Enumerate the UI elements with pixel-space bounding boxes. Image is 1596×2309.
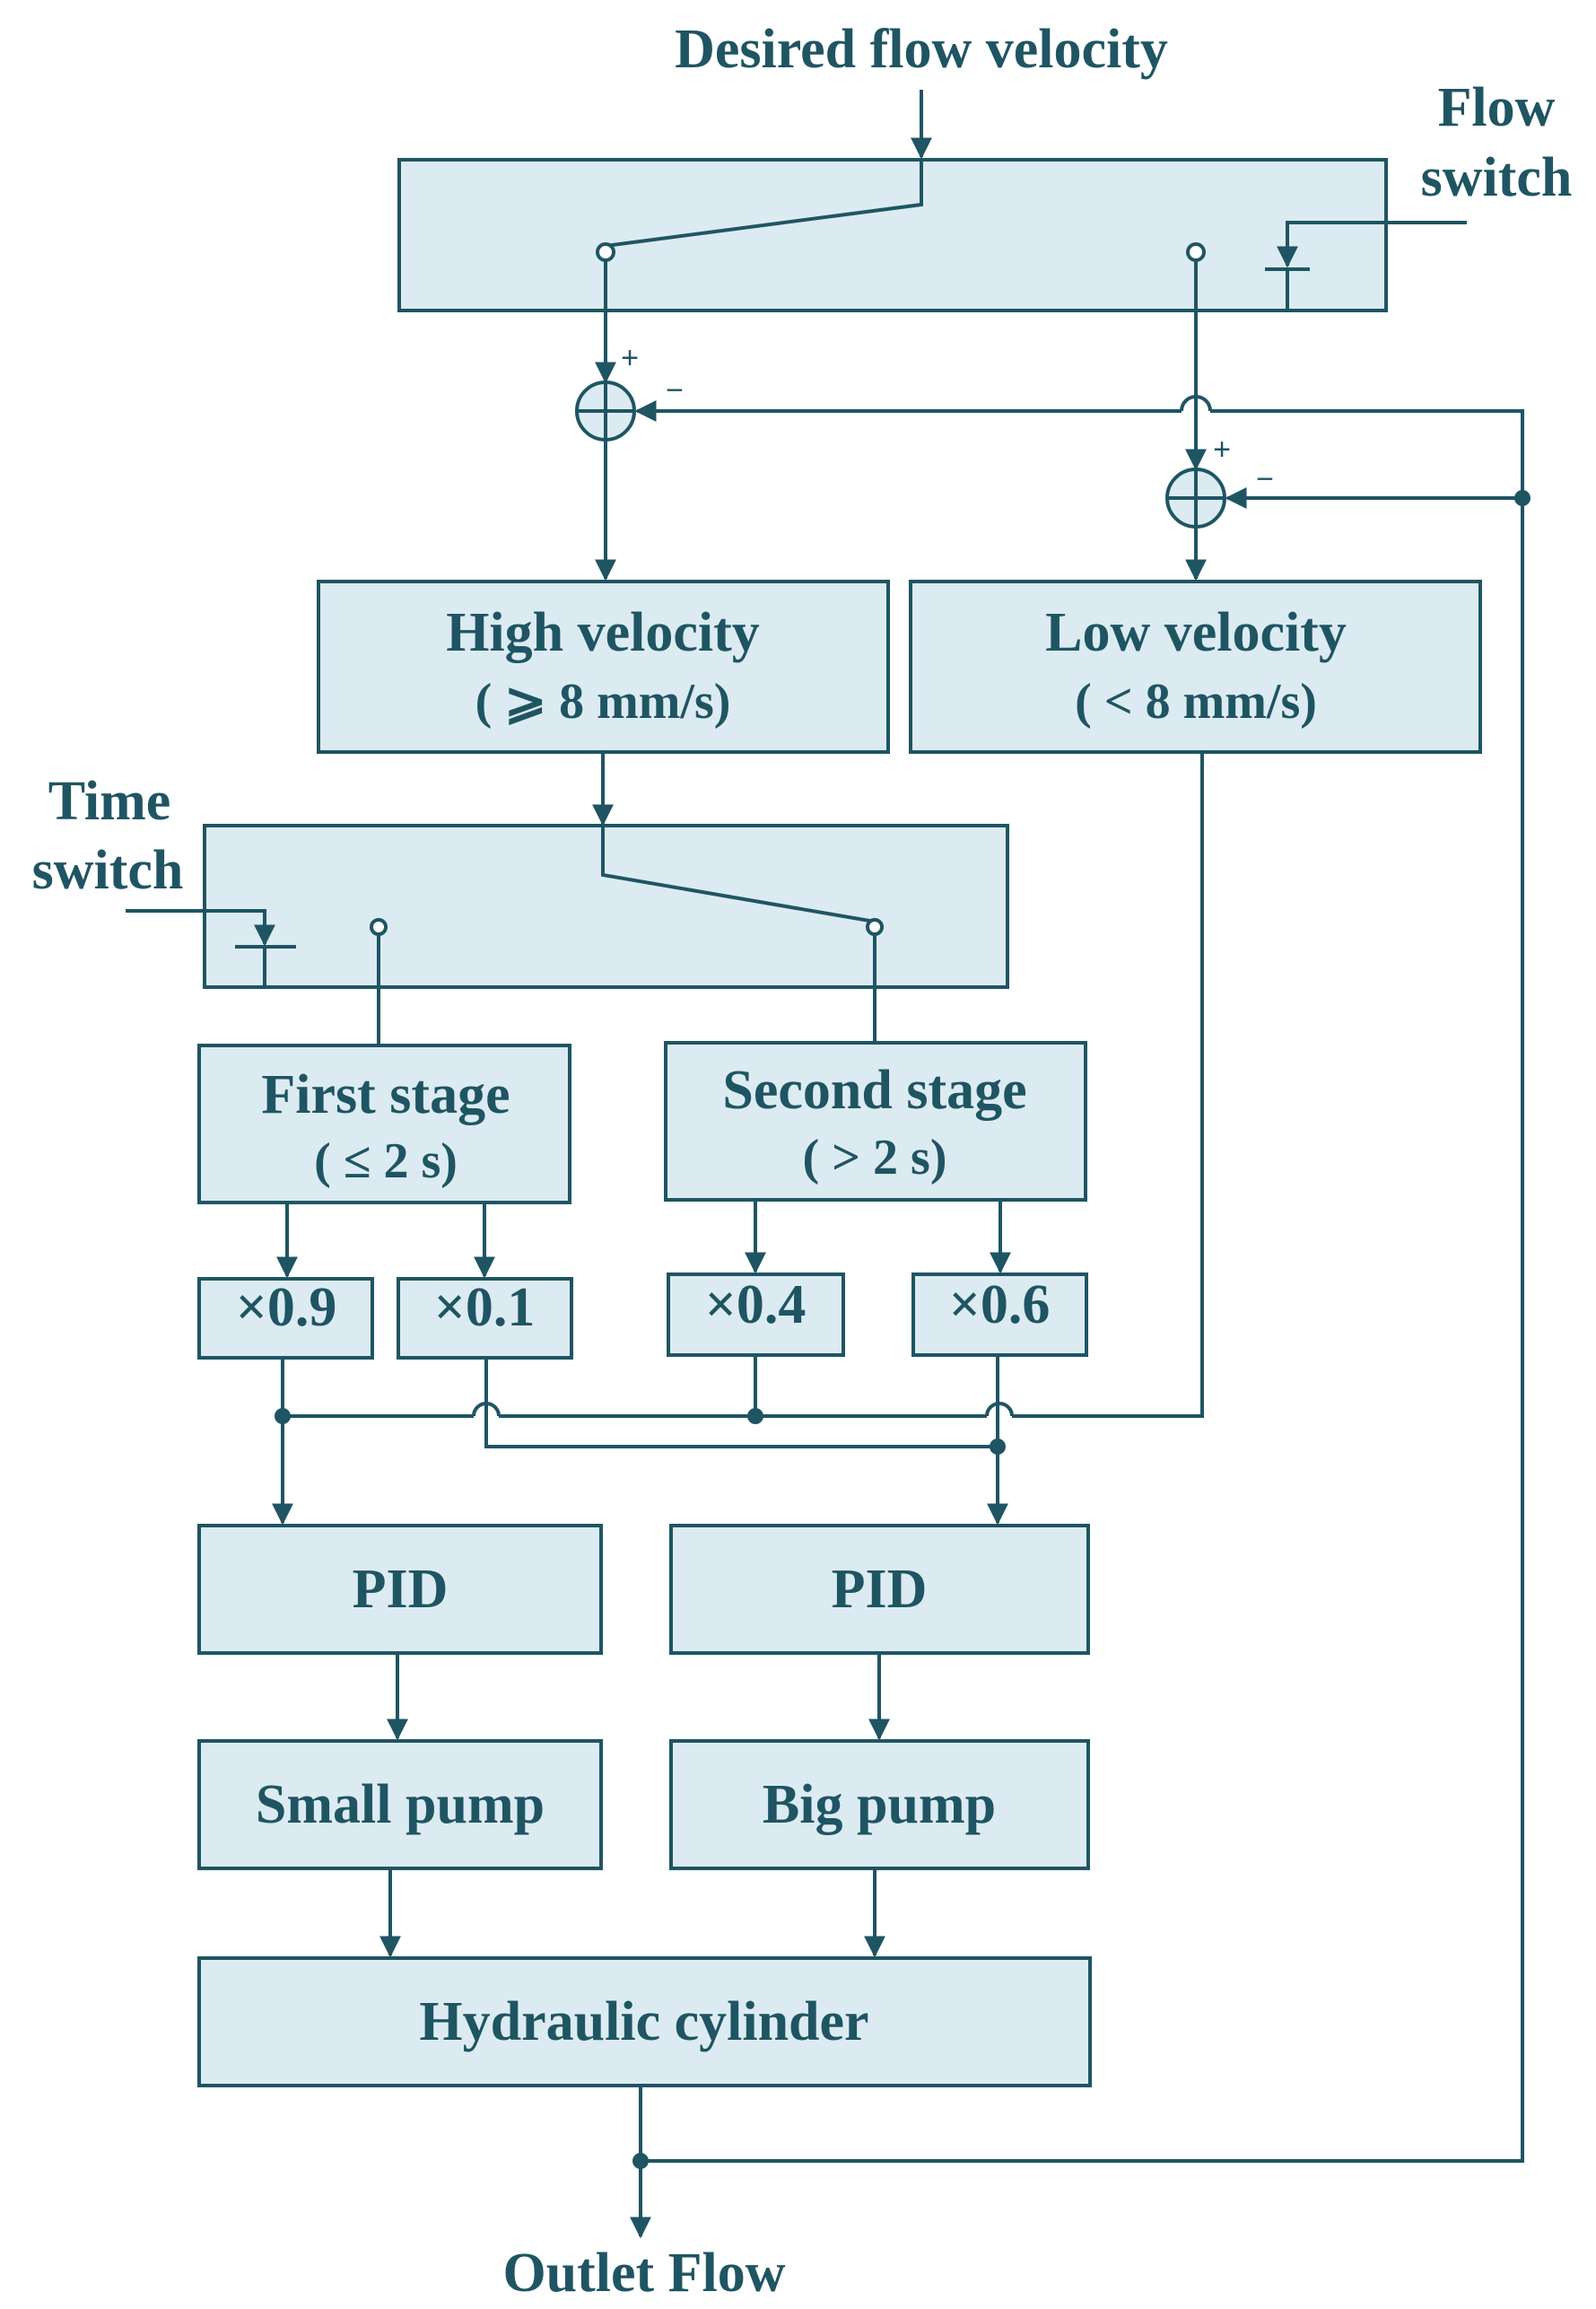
first-stage-title: First stage — [261, 1064, 510, 1125]
gain-09-label: ×0.9 — [236, 1277, 337, 1338]
sum-low-minus: − — [1256, 462, 1274, 496]
time-switch-contact — [601, 826, 876, 923]
pid-right-block — [669, 1524, 1090, 1655]
low-velocity-down-line — [1012, 752, 1204, 1418]
flow-switch-label-1: Flow — [1438, 77, 1556, 138]
time-switch-terminal-first — [370, 918, 388, 936]
flow-switch-block — [397, 158, 1388, 312]
high-velocity-title: High velocity — [446, 602, 760, 663]
first-stage-condition: ( ≤ 2 s) — [314, 1133, 458, 1189]
time-switch-label-1: Time — [48, 771, 171, 832]
g01-to-right-bus — [484, 1358, 998, 1448]
second-stage-title: Second stage — [722, 1060, 1026, 1121]
gain-06-block — [911, 1273, 1088, 1357]
left-bus-junction-dot — [275, 1408, 291, 1424]
flow-switch-contact — [605, 160, 923, 248]
time-switch-actuator — [126, 909, 275, 947]
small-pump-label: Small pump — [256, 1774, 545, 1835]
first-stage-block — [197, 1044, 571, 1204]
second-stage-block — [664, 1041, 1087, 1202]
sum-high-minus: − — [666, 373, 684, 407]
gain-04-label: ×0.4 — [705, 1274, 807, 1335]
low-velocity-condition: ( < 8 mm/s) — [1075, 674, 1317, 730]
pid-right-label: PID — [832, 1559, 928, 1620]
g04-junction-dot — [747, 1408, 763, 1424]
low-velocity-block — [909, 580, 1482, 754]
high-velocity-block — [317, 580, 890, 754]
small-pump-block — [197, 1739, 603, 1870]
big-pump-block — [669, 1739, 1090, 1870]
flow-switch-actuator — [1277, 221, 1467, 268]
flow-switch-terminal-high — [596, 242, 615, 262]
high-velocity-condition: ( ⩾ 8 mm/s) — [475, 674, 731, 730]
outlet-flow-label: Outlet Flow — [502, 2243, 785, 2304]
outlet-junction-dot — [632, 2153, 649, 2169]
sum-low-plus: + — [1213, 433, 1231, 467]
feedback-crossover-hop — [1180, 395, 1212, 412]
feedback-main-line — [641, 409, 1524, 2163]
pid-left-label: PID — [353, 1559, 449, 1620]
time-switch-label-2: switch — [32, 840, 184, 901]
hydraulic-cylinder-label: Hydraulic cylinder — [419, 1991, 868, 2052]
low-velocity-title: Low velocity — [1045, 602, 1347, 663]
right-bus-junction-dot — [990, 1439, 1006, 1455]
gain-06-label: ×0.6 — [949, 1274, 1051, 1335]
gain-09-block — [197, 1277, 374, 1360]
desired-flow-label: Desired flow velocity — [675, 19, 1168, 80]
time-switch-terminal-second — [866, 918, 884, 936]
pid-left-block — [197, 1524, 603, 1655]
hydraulic-cylinder-block — [197, 1956, 1092, 2087]
second-stage-condition: ( > 2 s) — [803, 1130, 947, 1185]
gain-01-label: ×0.1 — [434, 1277, 536, 1338]
flow-switch-label-2: switch — [1421, 147, 1573, 208]
sum-high-plus: + — [621, 341, 639, 375]
gain-01-block — [397, 1277, 573, 1360]
big-pump-label: Big pump — [763, 1774, 996, 1835]
flow-switch-terminal-low — [1186, 242, 1206, 262]
time-switch-block — [203, 824, 1009, 989]
feedback-junction-dot — [1514, 490, 1531, 506]
